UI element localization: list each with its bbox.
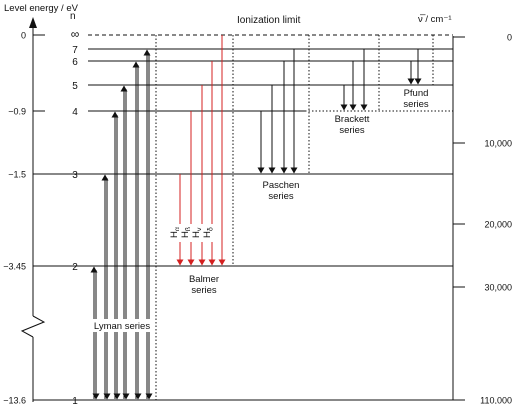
level-n-label: ∞	[71, 27, 80, 41]
series-name-line: Paschen	[263, 180, 300, 191]
right-axis-tick-label: 10,000	[484, 139, 512, 149]
balmer-line-label-text: Hδ	[202, 227, 215, 238]
level-n-label: 5	[72, 81, 78, 92]
left-axis-title: Level energy / eV	[4, 3, 79, 14]
n-column-header: n	[70, 11, 76, 22]
series-name-line: series	[339, 125, 365, 136]
series-name-label: Lyman series	[94, 321, 150, 332]
balmer-label-subscript: δ	[208, 227, 215, 231]
level-n-label: 4	[72, 107, 78, 118]
left-axis-tick-label: −3.45	[3, 262, 26, 272]
balmer-line-label-text: Hα	[169, 227, 182, 238]
left-axis-tick-label: −13.6	[3, 396, 26, 404]
transition-arrows	[90, 35, 422, 400]
series-name-line: Pfund	[404, 88, 429, 99]
balmer-label-background	[190, 224, 202, 242]
series-name-line: Lyman series	[94, 321, 150, 332]
right-axis-tick-label: 30,000	[484, 283, 512, 293]
right-axis-title: ν̅ / cm⁻¹	[418, 14, 452, 25]
series-name-line: Balmer	[189, 274, 219, 285]
balmer-label-subscript: γ	[197, 227, 204, 231]
balmer-line-label: Hβ	[179, 224, 193, 242]
right-wavenumber-axis: ν̅ / cm⁻¹ 0 10,000 20,000 30,000 110,000	[418, 14, 512, 404]
series-name-line: series	[403, 99, 429, 110]
balmer-line-label: Hγ	[190, 224, 204, 242]
series-name-line: Brackett	[335, 114, 370, 125]
left-energy-axis: Level energy / eV 0 −0.9 −1.5 −3.45 −13.6	[3, 3, 78, 404]
wavenumber-symbol: ν̅	[418, 14, 426, 25]
series-name-line: series	[191, 285, 217, 296]
wavenumber-unit: / cm⁻¹	[423, 14, 452, 25]
balmer-label-subscript: α	[175, 227, 182, 231]
level-n-label: 6	[72, 57, 78, 68]
balmer-line-label: Hα	[168, 224, 182, 242]
left-axis-tick-label: −1.5	[8, 170, 26, 180]
right-axis-tick-label: 0	[507, 33, 512, 43]
balmer-label-base: H	[180, 231, 191, 238]
right-axis-tick-label: 110,000	[480, 396, 512, 404]
series-label-background	[90, 319, 154, 332]
balmer-label-background	[168, 224, 180, 242]
balmer-label-base: H	[169, 231, 180, 238]
left-axis-tick-label: −0.9	[8, 107, 26, 117]
balmer-line-label-text: Hγ	[191, 227, 204, 238]
balmer-label-background	[179, 224, 191, 242]
balmer-line-label-text: Hβ	[180, 227, 193, 238]
level-n-label: 3	[72, 170, 78, 181]
balmer-label-subscript: β	[186, 227, 193, 231]
ionization-limit-label: Ionization limit	[237, 15, 301, 26]
left-axis-tick-label: 0	[21, 31, 26, 41]
right-axis-tick-label: 20,000	[484, 220, 512, 230]
balmer-line-label: Hδ	[201, 224, 215, 242]
balmer-label-base: H	[202, 231, 213, 238]
series-name-line: series	[268, 191, 294, 202]
series-drop-lines	[155, 35, 434, 400]
level-n-label: 7	[72, 45, 78, 56]
balmer-label-background	[201, 224, 213, 242]
balmer-label-base: H	[191, 231, 202, 238]
axis-arrow-icon	[29, 17, 37, 28]
level-n-label: 2	[72, 262, 78, 273]
